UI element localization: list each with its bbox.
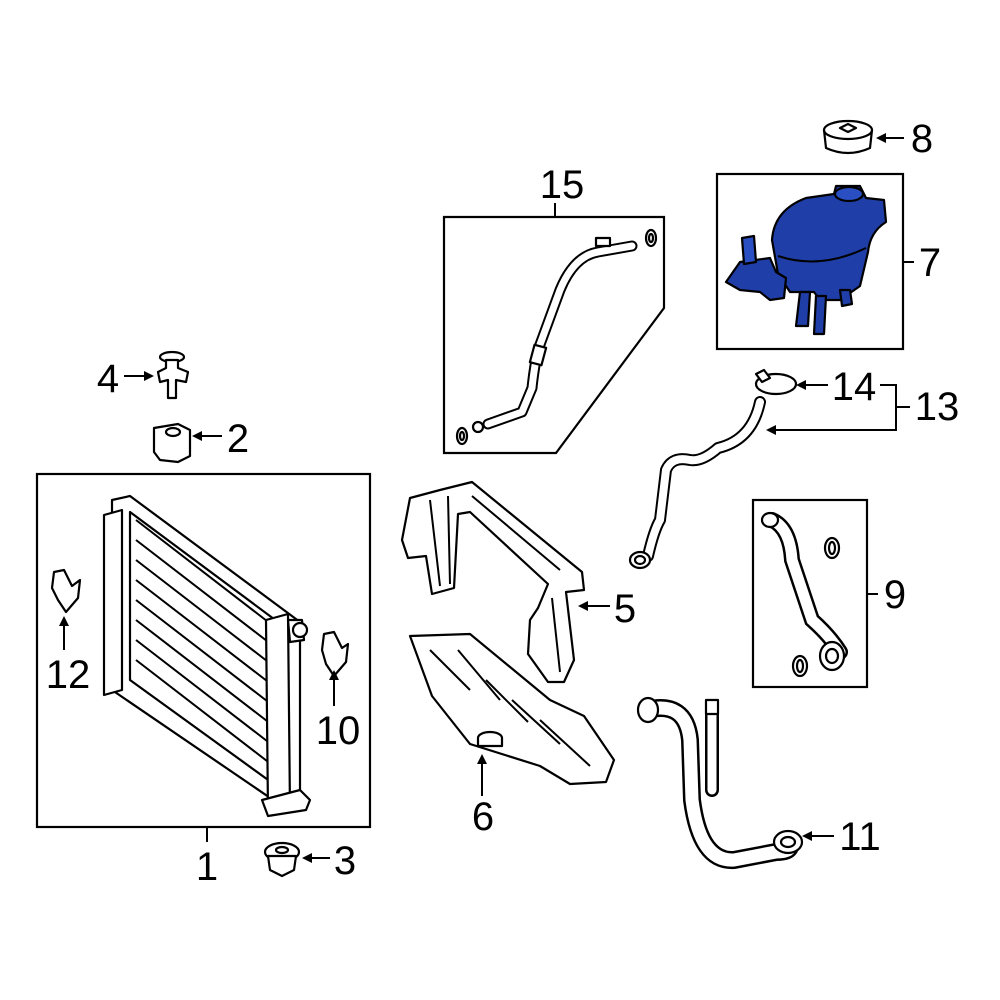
o-ring-9a[interactable] [823,536,841,560]
expansion-tank-7[interactable] [724,184,888,336]
callout-10: 10 [316,709,361,753]
callout-15: 15 [540,163,585,207]
pipe-group-box [442,215,666,455]
clip-10[interactable] [320,630,350,678]
o-ring-15b[interactable] [455,426,469,446]
callout-8: 8 [911,117,933,161]
hose-13[interactable] [628,396,766,570]
callout-7: 7 [919,241,941,285]
callout-5: 5 [614,587,636,631]
callout-14: 14 [832,365,877,409]
coolant-pipe-15[interactable] [471,236,638,434]
o-ring-9b[interactable] [791,654,809,678]
cap-8[interactable] [822,119,874,155]
radiator[interactable] [102,494,312,818]
radiator-group-box [35,472,372,829]
bushing-2[interactable] [152,422,192,464]
clamp-14[interactable] [754,368,798,396]
callout-13: 13 [915,385,960,429]
callout-6: 6 [472,795,494,839]
callout-11: 11 [839,815,881,859]
hose-9[interactable] [760,511,848,672]
callout-1: 1 [196,845,218,889]
air-guide-6[interactable] [408,632,616,786]
callout-9: 9 [884,573,906,617]
callout-3: 3 [334,839,356,883]
shroud-frame-5[interactable] [400,480,586,684]
callout-12: 12 [46,653,91,697]
grommet-3[interactable] [263,841,301,878]
clip-12[interactable] [50,568,82,614]
o-ring-15a[interactable] [644,228,658,248]
callout-4: 4 [97,357,119,401]
hose-11[interactable] [636,696,804,869]
callout-2: 2 [227,417,249,461]
bolt-4[interactable] [156,350,190,400]
